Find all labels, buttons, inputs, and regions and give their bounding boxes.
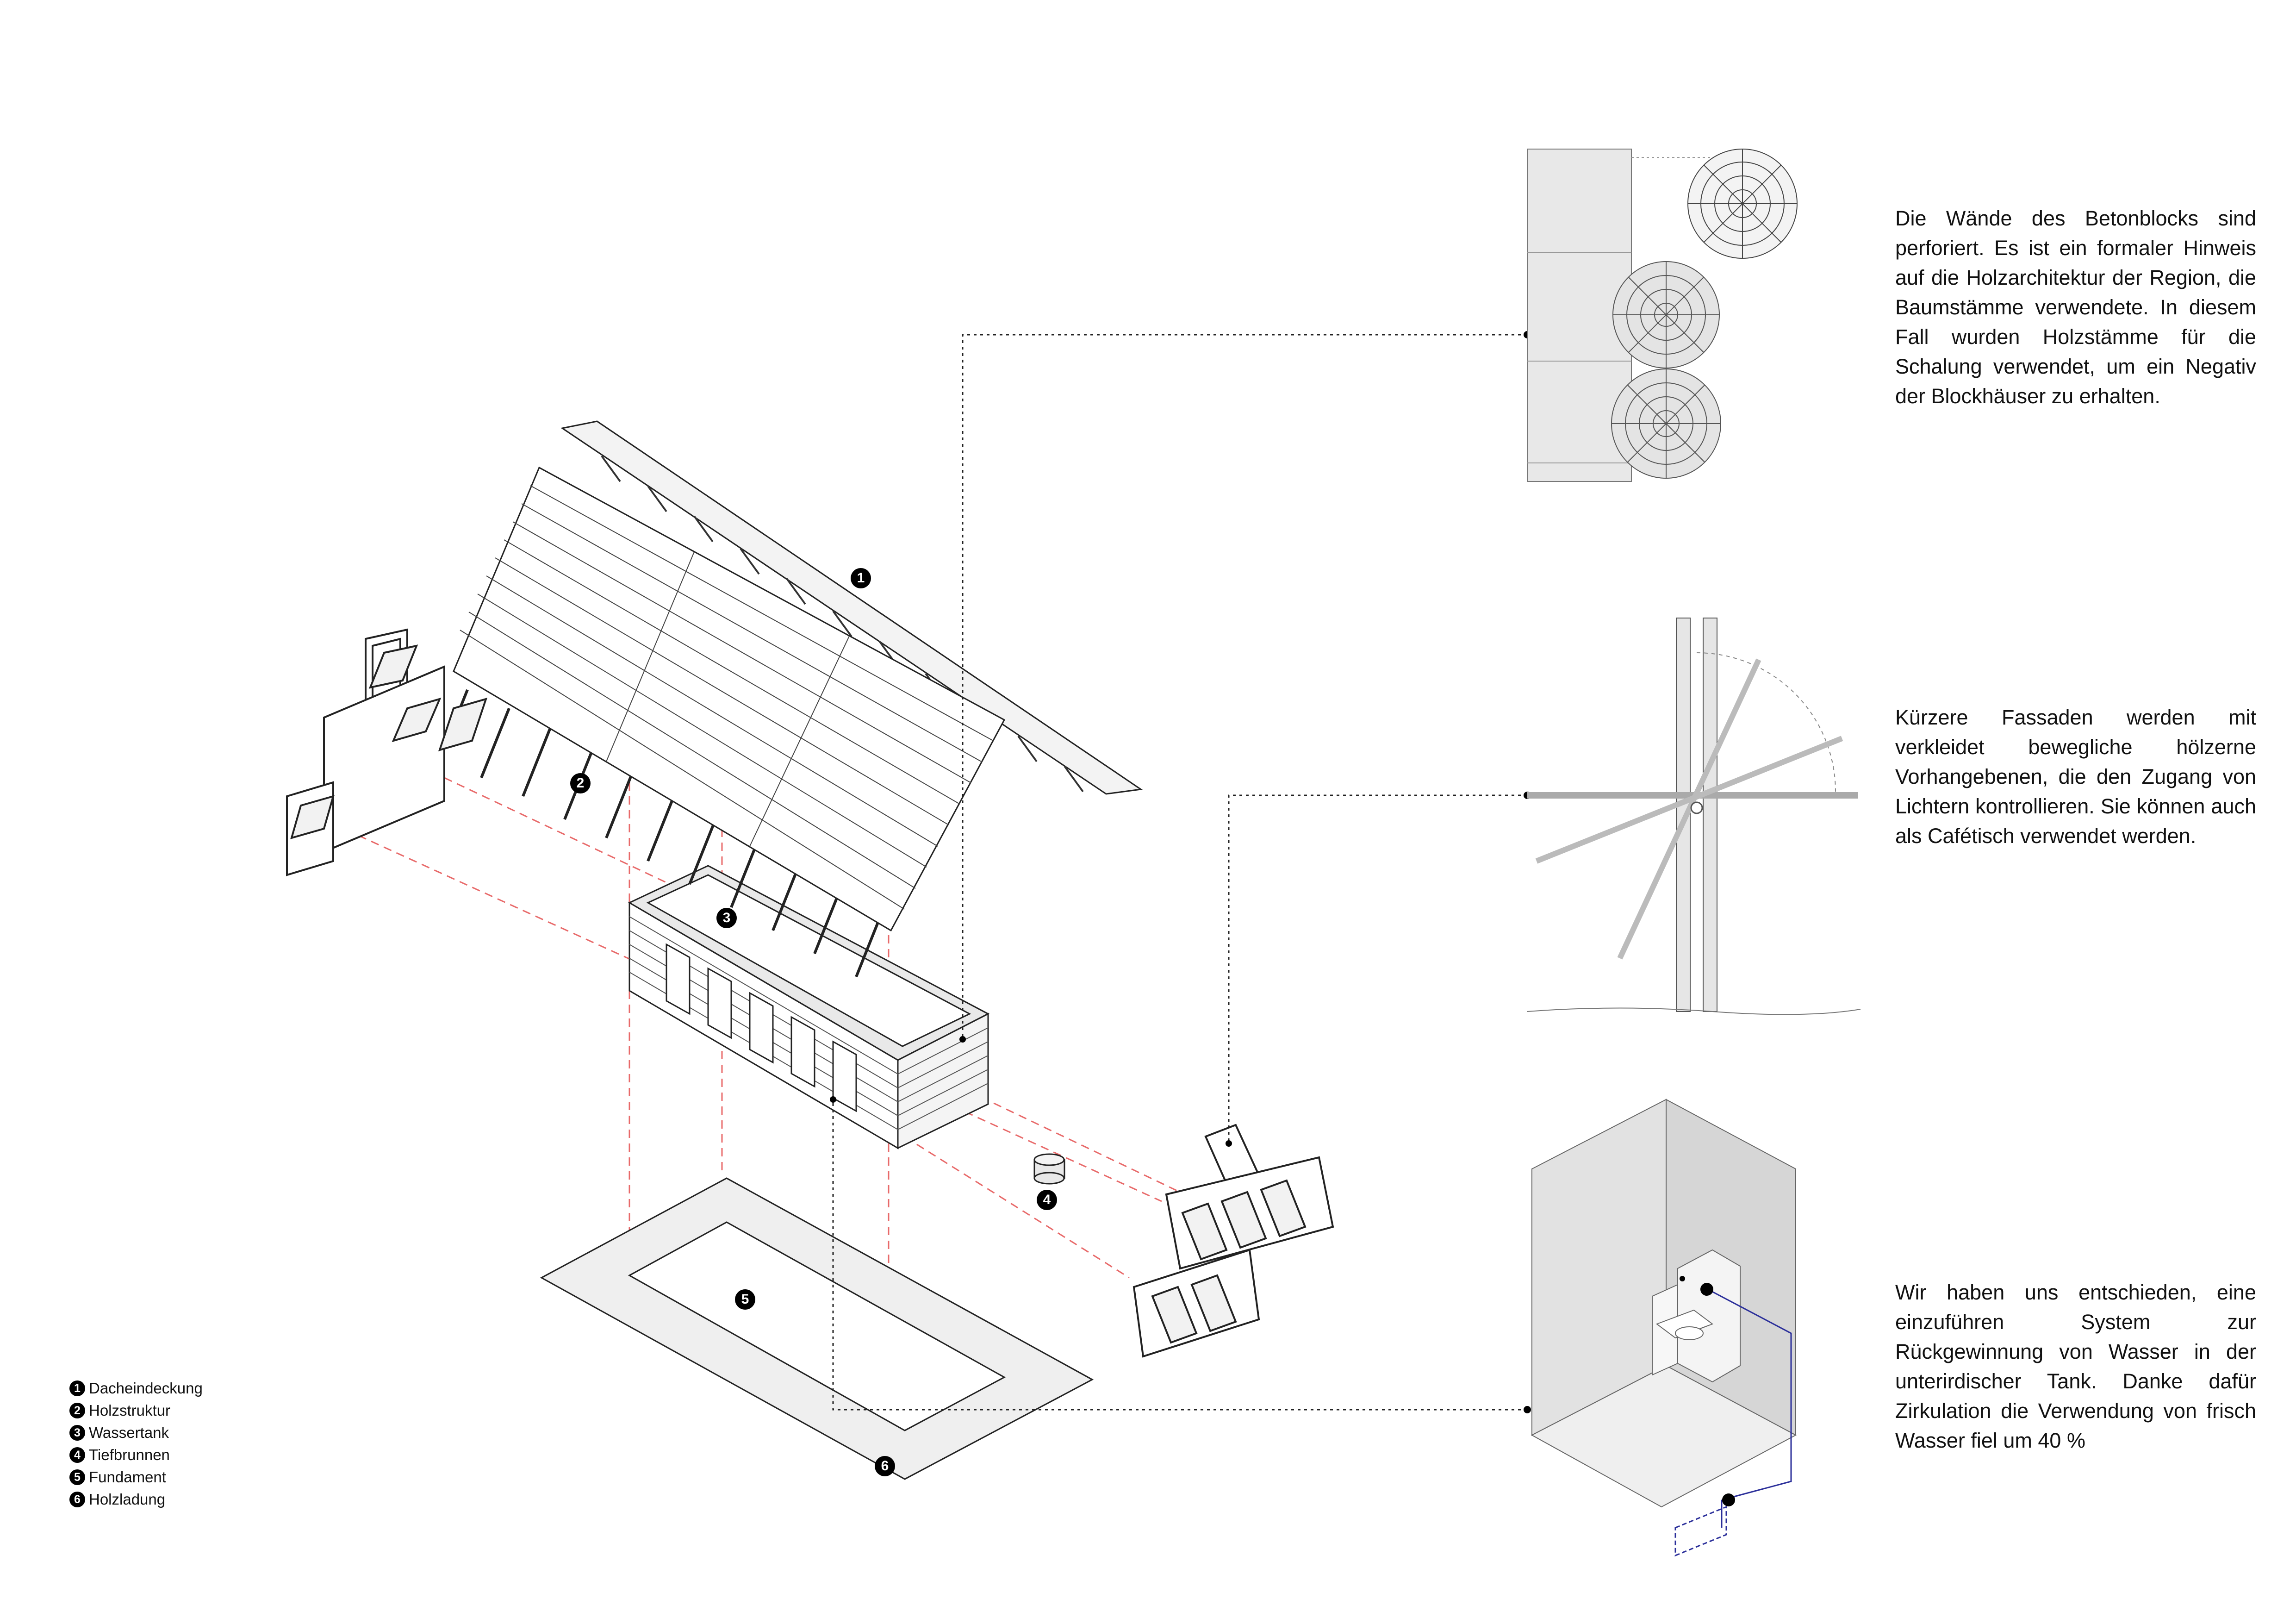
right-facade-panels bbox=[1132, 1124, 1334, 1358]
legend-item: 5 Fundament bbox=[69, 1466, 203, 1488]
foundation-slab bbox=[540, 1177, 1094, 1480]
callout-2: 2 bbox=[570, 773, 591, 793]
tank-panels bbox=[666, 943, 857, 1112]
callout-1: 1 bbox=[851, 568, 871, 588]
legend-number: 6 bbox=[69, 1492, 85, 1507]
wall-description-text: Die Wände des Betonblocks sind perforier… bbox=[1895, 206, 2256, 408]
legend-number: 4 bbox=[69, 1447, 85, 1463]
deep-well-cylinder bbox=[1033, 1153, 1065, 1185]
log-cross-section-top bbox=[1687, 149, 1798, 259]
log-cross-section-bottom bbox=[1611, 369, 1721, 479]
legend-label: Holzstruktur bbox=[89, 1402, 171, 1419]
legend-number: 3 bbox=[69, 1425, 85, 1441]
roof-back-slope bbox=[560, 420, 1143, 795]
water-recycling-detail bbox=[1531, 1099, 1797, 1557]
legend-item: 1 Dacheindeckung bbox=[69, 1377, 203, 1399]
facade-description: Kürzere Fassaden werden mit verkleidet b… bbox=[1895, 703, 2256, 851]
callout-6: 6 bbox=[875, 1456, 895, 1476]
callout-3: 3 bbox=[716, 908, 737, 928]
callout-5: 5 bbox=[735, 1289, 755, 1310]
legend-label: Holzladung bbox=[89, 1491, 166, 1508]
water-description-text: Wir haben uns entschieden, eine einzufüh… bbox=[1895, 1280, 2256, 1452]
legend-label: Fundament bbox=[89, 1468, 166, 1486]
roof-seams bbox=[606, 551, 850, 847]
leader-lines bbox=[832, 334, 1527, 1411]
legend-item: 2 Holzstruktur bbox=[69, 1399, 203, 1422]
legend-item: 6 Holzladung bbox=[69, 1488, 203, 1511]
legend-item: 3 Wassertank bbox=[69, 1422, 203, 1444]
facade-description-text: Kürzere Fassaden werden mit verkleidet b… bbox=[1895, 706, 2256, 848]
legend-number: 5 bbox=[69, 1469, 85, 1485]
legend-label: Wassertank bbox=[89, 1424, 169, 1441]
roof-planks bbox=[460, 485, 994, 910]
callout-4: 4 bbox=[1037, 1190, 1057, 1210]
roof-front-slope bbox=[453, 466, 1006, 932]
legend-number: 1 bbox=[69, 1380, 85, 1396]
log-cross-section-middle bbox=[1612, 261, 1720, 369]
wall-log-detail bbox=[1527, 149, 1798, 482]
water-description: Wir haben uns entschieden, eine einzufüh… bbox=[1895, 1278, 2256, 1455]
legend-label: Dacheindeckung bbox=[89, 1380, 203, 1397]
wall-description: Die Wände des Betonblocks sind perforier… bbox=[1895, 204, 2256, 411]
legend: 1 Dacheindeckung 2 Holzstruktur 3 Wasser… bbox=[69, 1377, 203, 1511]
legend-item: 4 Tiefbrunnen bbox=[69, 1444, 203, 1466]
legend-label: Tiefbrunnen bbox=[89, 1446, 170, 1463]
facade-rotation-detail bbox=[1527, 618, 1861, 1015]
legend-number: 2 bbox=[69, 1403, 85, 1418]
left-facade-panels bbox=[286, 628, 488, 876]
